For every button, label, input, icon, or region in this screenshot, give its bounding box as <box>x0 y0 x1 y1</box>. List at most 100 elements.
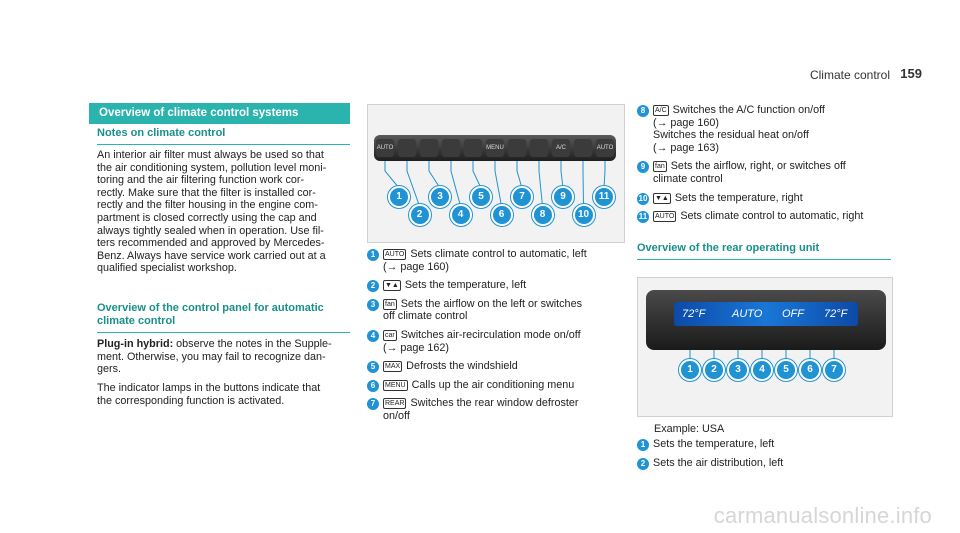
strip-button-11: AUTO <box>596 139 614 157</box>
rear-off-label: OFF <box>782 308 804 320</box>
strip-button-2 <box>398 139 416 157</box>
legend-description: Sets the airflow on the left or switches… <box>383 297 582 323</box>
strip-button-5 <box>464 139 482 157</box>
plugin-label: Plug-in hybrid: <box>97 338 174 350</box>
rear-auto-label: AUTO <box>732 308 763 320</box>
callout-line-10 <box>582 161 584 207</box>
legend-number: 1 <box>637 439 649 451</box>
rear-callout-3: 3 <box>727 359 749 381</box>
callout-line-4 <box>450 161 461 207</box>
legend-description: Switches the A/C function on/off (→ page… <box>653 104 825 154</box>
-icon: ▼▲ <box>383 280 401 292</box>
running-header-title: Climate control <box>809 68 890 82</box>
callout-lines <box>384 161 606 207</box>
callout-3: 3 <box>429 186 451 208</box>
rear-callout-5: 5 <box>775 359 797 381</box>
rear-temp-left: 72°F <box>682 308 706 320</box>
callout-line-9 <box>560 161 564 189</box>
rear-example-label: Example: USA <box>654 423 725 435</box>
plugin-text: observe the notes in the Supple- ment. O… <box>97 338 332 376</box>
rear-callout-4: 4 <box>751 359 773 381</box>
-icon: ▼▲ <box>653 192 671 204</box>
rear-unit-heading: Overview of the rear operating unit <box>637 242 891 260</box>
callout-11: 11 <box>593 186 615 208</box>
legend-text: ▼▲Sets the temperature, right <box>653 192 803 205</box>
notes-heading: Notes on climate control <box>97 127 350 145</box>
plugin-hybrid-note: Plug-in hybrid: observe the notes in the… <box>97 338 357 376</box>
legend-number: 7 <box>367 398 379 411</box>
rear-temp-right: 72°F <box>824 308 848 320</box>
fan-icon: fan <box>653 161 667 173</box>
legend-text: Sets the air distribution, left <box>653 457 783 470</box>
rear-callout-7: 7 <box>823 359 845 381</box>
legend-number: 3 <box>367 298 379 311</box>
page-number: 159 <box>900 66 922 81</box>
fan-icon: fan <box>383 298 397 310</box>
auto-icon: AUTO <box>653 211 677 223</box>
legend-description: Sets the temperature, right <box>674 191 803 204</box>
menu-icon: MENU <box>383 379 408 391</box>
legend-description: Sets climate control to automatic, left … <box>383 248 587 273</box>
legend-number: 2 <box>637 457 649 470</box>
legend-number: 9 <box>637 161 649 174</box>
legend-number: 4 <box>367 330 379 342</box>
rear-callout-lines <box>689 350 835 360</box>
callout-line-3 <box>428 161 441 189</box>
strip-button-8 <box>530 139 548 157</box>
rear-callout-2: 2 <box>703 359 725 381</box>
legend-number: 1 <box>367 249 379 261</box>
callout-10: 10 <box>572 204 595 226</box>
callout-4: 4 <box>449 204 472 226</box>
callout-line-2 <box>406 161 420 207</box>
ac-icon: A/C <box>653 105 669 116</box>
legend-number: 11 <box>637 211 649 224</box>
callout-5: 5 <box>470 186 492 208</box>
callout-9: 9 <box>552 186 574 208</box>
legend-description: Switches air-recirculation mode on/off (… <box>383 329 581 354</box>
strip-button-6: MENU <box>486 139 504 157</box>
legend-number: 2 <box>367 280 379 293</box>
overview-heading: Overview of the control panel for automa… <box>97 302 350 333</box>
legend-description: Sets the temperature, left <box>653 438 775 450</box>
callout-line-5 <box>472 161 482 189</box>
legend-number: 5 <box>367 361 379 374</box>
legend-number: 8 <box>637 105 649 117</box>
legend-description: Sets the temperature, left <box>404 279 527 292</box>
legend-description: Switches the rear window defroster on/of… <box>383 397 579 422</box>
rear-display: 72°F AUTO OFF 72°F <box>674 302 858 326</box>
legend-description: Sets the air distribution, left <box>653 456 784 469</box>
watermark: carmanualsonline.info <box>713 503 932 528</box>
car-icon: car <box>383 330 397 341</box>
callout-2: 2 <box>408 204 431 226</box>
legend-description: Sets climate control to automatic, right <box>680 210 864 223</box>
section-title-bar: Overview of climate control systems <box>89 103 350 124</box>
callout-7: 7 <box>511 186 533 208</box>
strip-button-4 <box>442 139 460 157</box>
callout-1: 1 <box>388 186 410 208</box>
callout-line-7 <box>516 161 523 189</box>
rear-icon: REAR <box>383 398 407 410</box>
rear-callout-6: 6 <box>799 359 821 381</box>
legend-number: 6 <box>367 379 379 392</box>
callout-line-11 <box>603 161 606 189</box>
rear-callout-1: 1 <box>679 359 701 381</box>
auto-icon: AUTO <box>383 249 407 260</box>
rear-panel: 72°F AUTO OFF 72°F <box>646 290 886 350</box>
callout-line-8 <box>538 161 543 207</box>
strip-button-1: AUTO <box>376 139 394 157</box>
indicator-note: The indicator lamps in the buttons indic… <box>97 382 321 407</box>
callout-8: 8 <box>531 204 554 226</box>
callout-6: 6 <box>490 204 513 226</box>
max-icon: MAX <box>383 361 403 373</box>
strip-button-3 <box>420 139 438 157</box>
legend-text: ▼▲Sets the temperature, left <box>383 279 526 292</box>
